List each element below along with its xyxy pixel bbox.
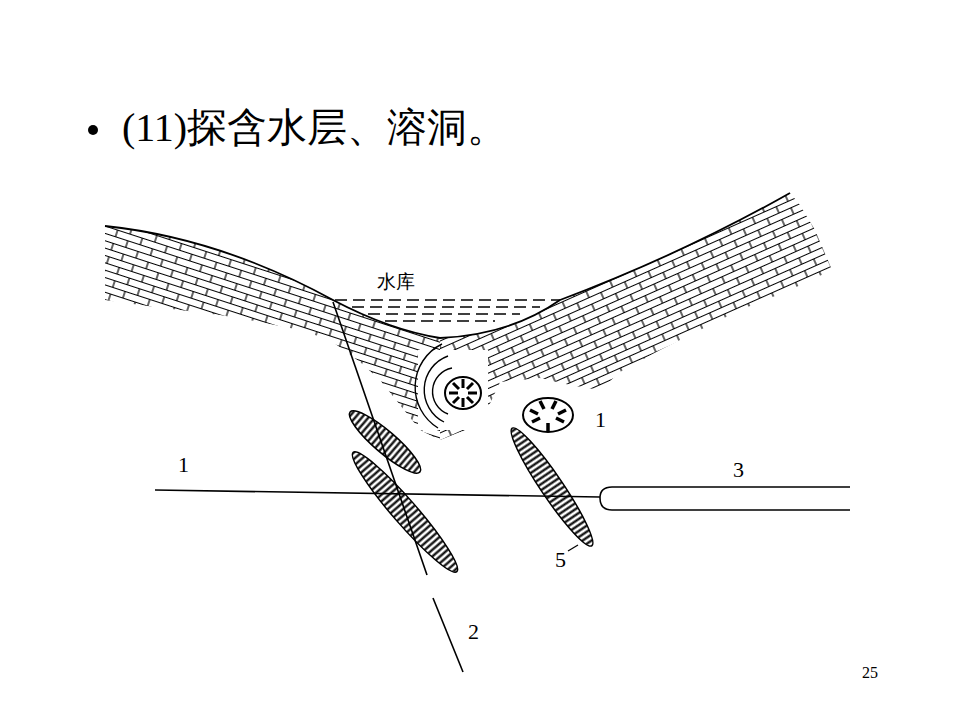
page-number: 25	[862, 664, 878, 682]
horizontal-borehole	[155, 490, 600, 497]
curved-strata	[415, 344, 488, 430]
callout-number: 1	[595, 408, 606, 432]
leader-line	[568, 545, 578, 551]
karst-cave	[523, 398, 573, 432]
pipe	[600, 487, 850, 510]
reservoir-water	[335, 300, 560, 321]
inclined-borehole	[333, 302, 427, 575]
aquifer-lens	[503, 422, 601, 552]
aquifer-lens	[343, 404, 427, 481]
callout-number: 2	[468, 620, 479, 644]
ground-surface	[105, 193, 790, 338]
callout-number: 5	[555, 548, 566, 572]
reservoir-label: 水库	[377, 272, 415, 293]
inclined-borehole	[433, 598, 463, 672]
karst-cave	[445, 377, 481, 409]
slide-title: (11)探含水层、溶洞。	[122, 104, 507, 152]
limestone-left	[105, 226, 440, 440]
callout-number: 3	[733, 458, 744, 482]
bullet	[88, 125, 98, 135]
limestone-right	[440, 193, 832, 440]
callout-number: 1	[178, 453, 189, 477]
